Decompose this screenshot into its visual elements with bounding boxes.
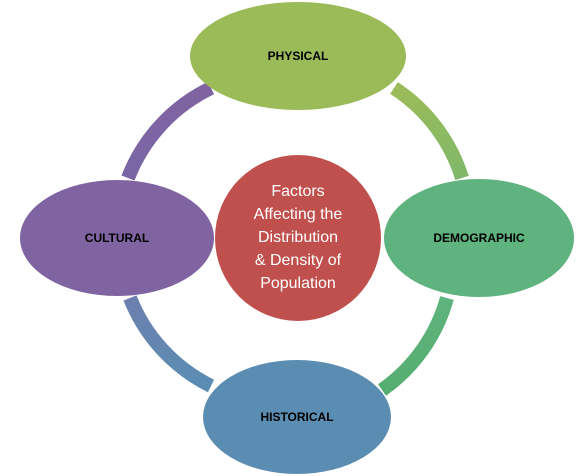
center-node: Factors Affecting the Distribution & Den… <box>215 155 381 321</box>
center-label-line-3: Distribution <box>258 229 338 246</box>
node-physical: PHYSICAL <box>190 2 406 110</box>
node-physical-shape <box>190 2 406 110</box>
node-demographic-shape <box>384 179 574 297</box>
center-label-line-4: & Density of <box>255 252 342 269</box>
arc-cultural-physical <box>121 81 215 181</box>
node-physical-label: PHYSICAL <box>268 49 329 63</box>
center-node-shape <box>215 155 381 321</box>
arc-physical-demographic <box>390 82 469 181</box>
arc-historical-cultural <box>123 295 215 393</box>
node-cultural-label: CULTURAL <box>85 231 149 245</box>
node-demographic: DEMOGRAPHIC <box>384 179 574 297</box>
arc-demographic-historical <box>377 296 454 396</box>
center-label-line-2: Affecting the <box>254 206 343 223</box>
center-label-line-1: Factors <box>271 183 324 200</box>
node-cultural-shape <box>20 180 214 296</box>
node-historical: HISTORICAL <box>203 360 391 474</box>
node-historical-shape <box>203 360 391 474</box>
center-label-line-5: Population <box>260 275 336 292</box>
node-historical-label: HISTORICAL <box>260 410 333 424</box>
node-demographic-label: DEMOGRAPHIC <box>433 231 525 245</box>
node-cultural: CULTURAL <box>20 180 214 296</box>
